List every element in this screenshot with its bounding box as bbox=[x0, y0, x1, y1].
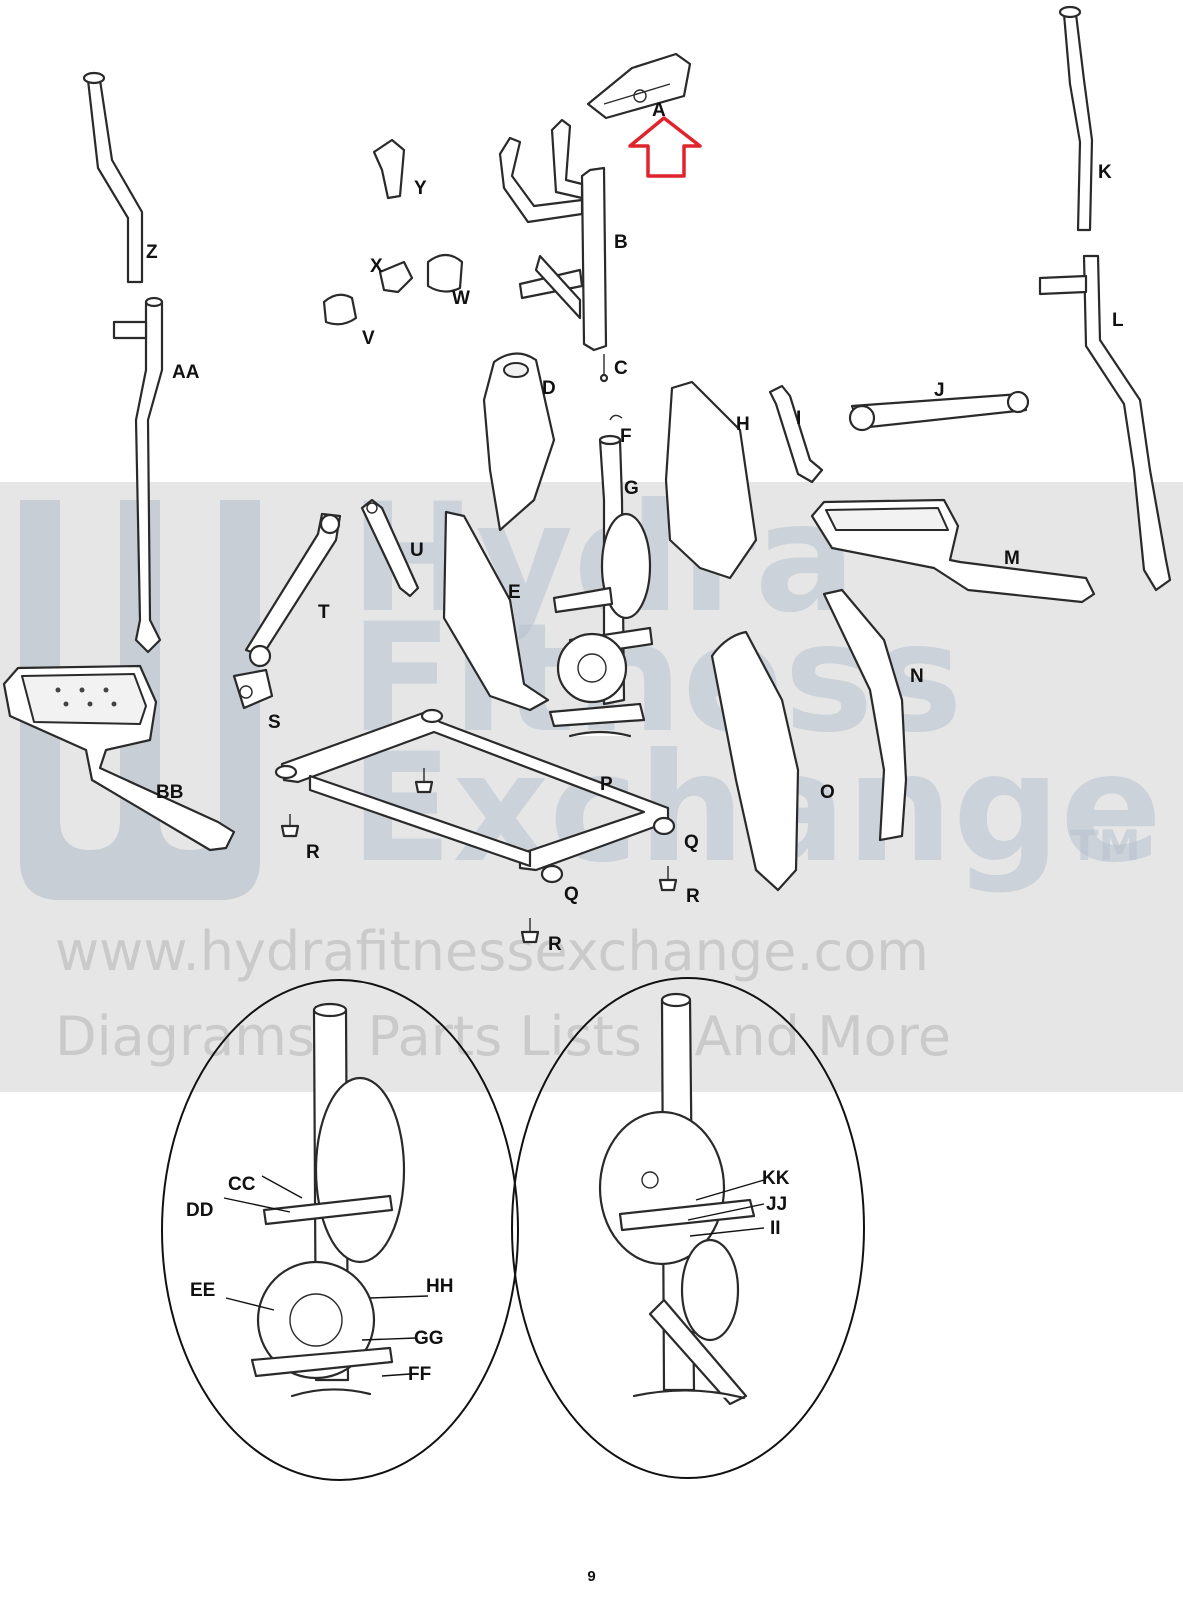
label-y: Y bbox=[414, 178, 427, 199]
label-ee: EE bbox=[190, 1280, 215, 1301]
label-j: J bbox=[934, 380, 945, 401]
part-aa-lower-arm bbox=[112, 296, 164, 654]
label-d: D bbox=[542, 378, 556, 399]
label-l: L bbox=[1112, 310, 1124, 331]
label-hh: HH bbox=[426, 1276, 453, 1297]
label-c: C bbox=[614, 358, 628, 379]
part-m-right-pedal bbox=[810, 498, 1096, 604]
label-kk: KK bbox=[762, 1168, 790, 1189]
label-q1: Q bbox=[684, 832, 699, 853]
part-drive-assembly bbox=[548, 512, 654, 738]
label-m: M bbox=[1004, 548, 1020, 569]
label-o: O bbox=[820, 782, 835, 803]
label-g: G bbox=[624, 478, 639, 499]
label-r3: R bbox=[548, 934, 562, 955]
label-f: F bbox=[620, 426, 632, 447]
label-ff: FF bbox=[408, 1364, 431, 1385]
part-y-clip bbox=[372, 138, 406, 200]
label-i: I bbox=[796, 408, 801, 429]
part-z-upper-handlebar bbox=[82, 71, 144, 284]
part-b-upright bbox=[498, 118, 608, 352]
detail-view-right bbox=[511, 977, 865, 1479]
label-gg: GG bbox=[414, 1328, 444, 1349]
label-s: S bbox=[268, 712, 281, 733]
label-k: K bbox=[1098, 162, 1112, 183]
up-arrow-icon bbox=[628, 116, 702, 178]
label-cc: CC bbox=[228, 1174, 256, 1195]
callouts: A B C D E F G H I J K L M N O P Q Q R R … bbox=[146, 100, 1124, 1385]
part-d-shroud bbox=[482, 352, 556, 532]
part-k-upper-handlebar bbox=[1058, 5, 1094, 232]
part-p-base-frame bbox=[274, 708, 670, 872]
part-a-console bbox=[586, 52, 692, 120]
label-w: W bbox=[452, 288, 470, 309]
label-a: A bbox=[652, 100, 666, 121]
label-b: B bbox=[614, 232, 628, 253]
part-o-front-shroud bbox=[710, 630, 800, 892]
label-h: H bbox=[736, 414, 750, 435]
part-u-link bbox=[360, 498, 420, 598]
label-v: V bbox=[362, 328, 375, 349]
label-e: E bbox=[508, 582, 521, 603]
label-bb: BB bbox=[156, 782, 183, 803]
part-x-cap bbox=[378, 260, 414, 294]
part-bb-left-pedal bbox=[2, 664, 236, 852]
label-u: U bbox=[410, 540, 424, 561]
part-s-bracket bbox=[232, 668, 274, 710]
label-r1: R bbox=[306, 842, 320, 863]
label-q2: Q bbox=[564, 884, 579, 905]
label-x: X bbox=[370, 256, 383, 277]
part-e-left-shroud bbox=[442, 510, 550, 712]
part-n-right-side-shroud bbox=[822, 588, 908, 842]
label-aa: AA bbox=[172, 362, 200, 383]
part-c-bolt bbox=[599, 354, 609, 383]
page-number: 9 bbox=[587, 1568, 596, 1585]
label-dd: DD bbox=[186, 1200, 213, 1221]
part-w-cap bbox=[426, 253, 464, 293]
part-l-lower-arm bbox=[1038, 254, 1172, 592]
label-r2: R bbox=[686, 886, 700, 907]
part-i-link bbox=[768, 384, 824, 484]
part-t-link-arm bbox=[244, 512, 342, 668]
label-t: T bbox=[318, 602, 330, 623]
label-ii: II bbox=[770, 1218, 781, 1239]
label-jj: JJ bbox=[766, 1194, 787, 1215]
label-n: N bbox=[910, 666, 924, 687]
part-v-cap bbox=[322, 293, 358, 326]
part-q-wheel bbox=[540, 816, 676, 884]
label-z: Z bbox=[146, 242, 158, 263]
watermark-url: www.hydrafitnessexchange.com bbox=[55, 920, 929, 983]
part-r-feet bbox=[280, 768, 678, 944]
leader-lines bbox=[223, 1175, 765, 1377]
label-p: P bbox=[600, 774, 613, 795]
part-f-pin bbox=[609, 414, 623, 421]
watermark-tm: TM bbox=[1070, 821, 1140, 870]
part-j-arm bbox=[848, 390, 1030, 432]
detail-view-left bbox=[161, 979, 519, 1481]
part-h-right-shroud bbox=[664, 380, 758, 580]
